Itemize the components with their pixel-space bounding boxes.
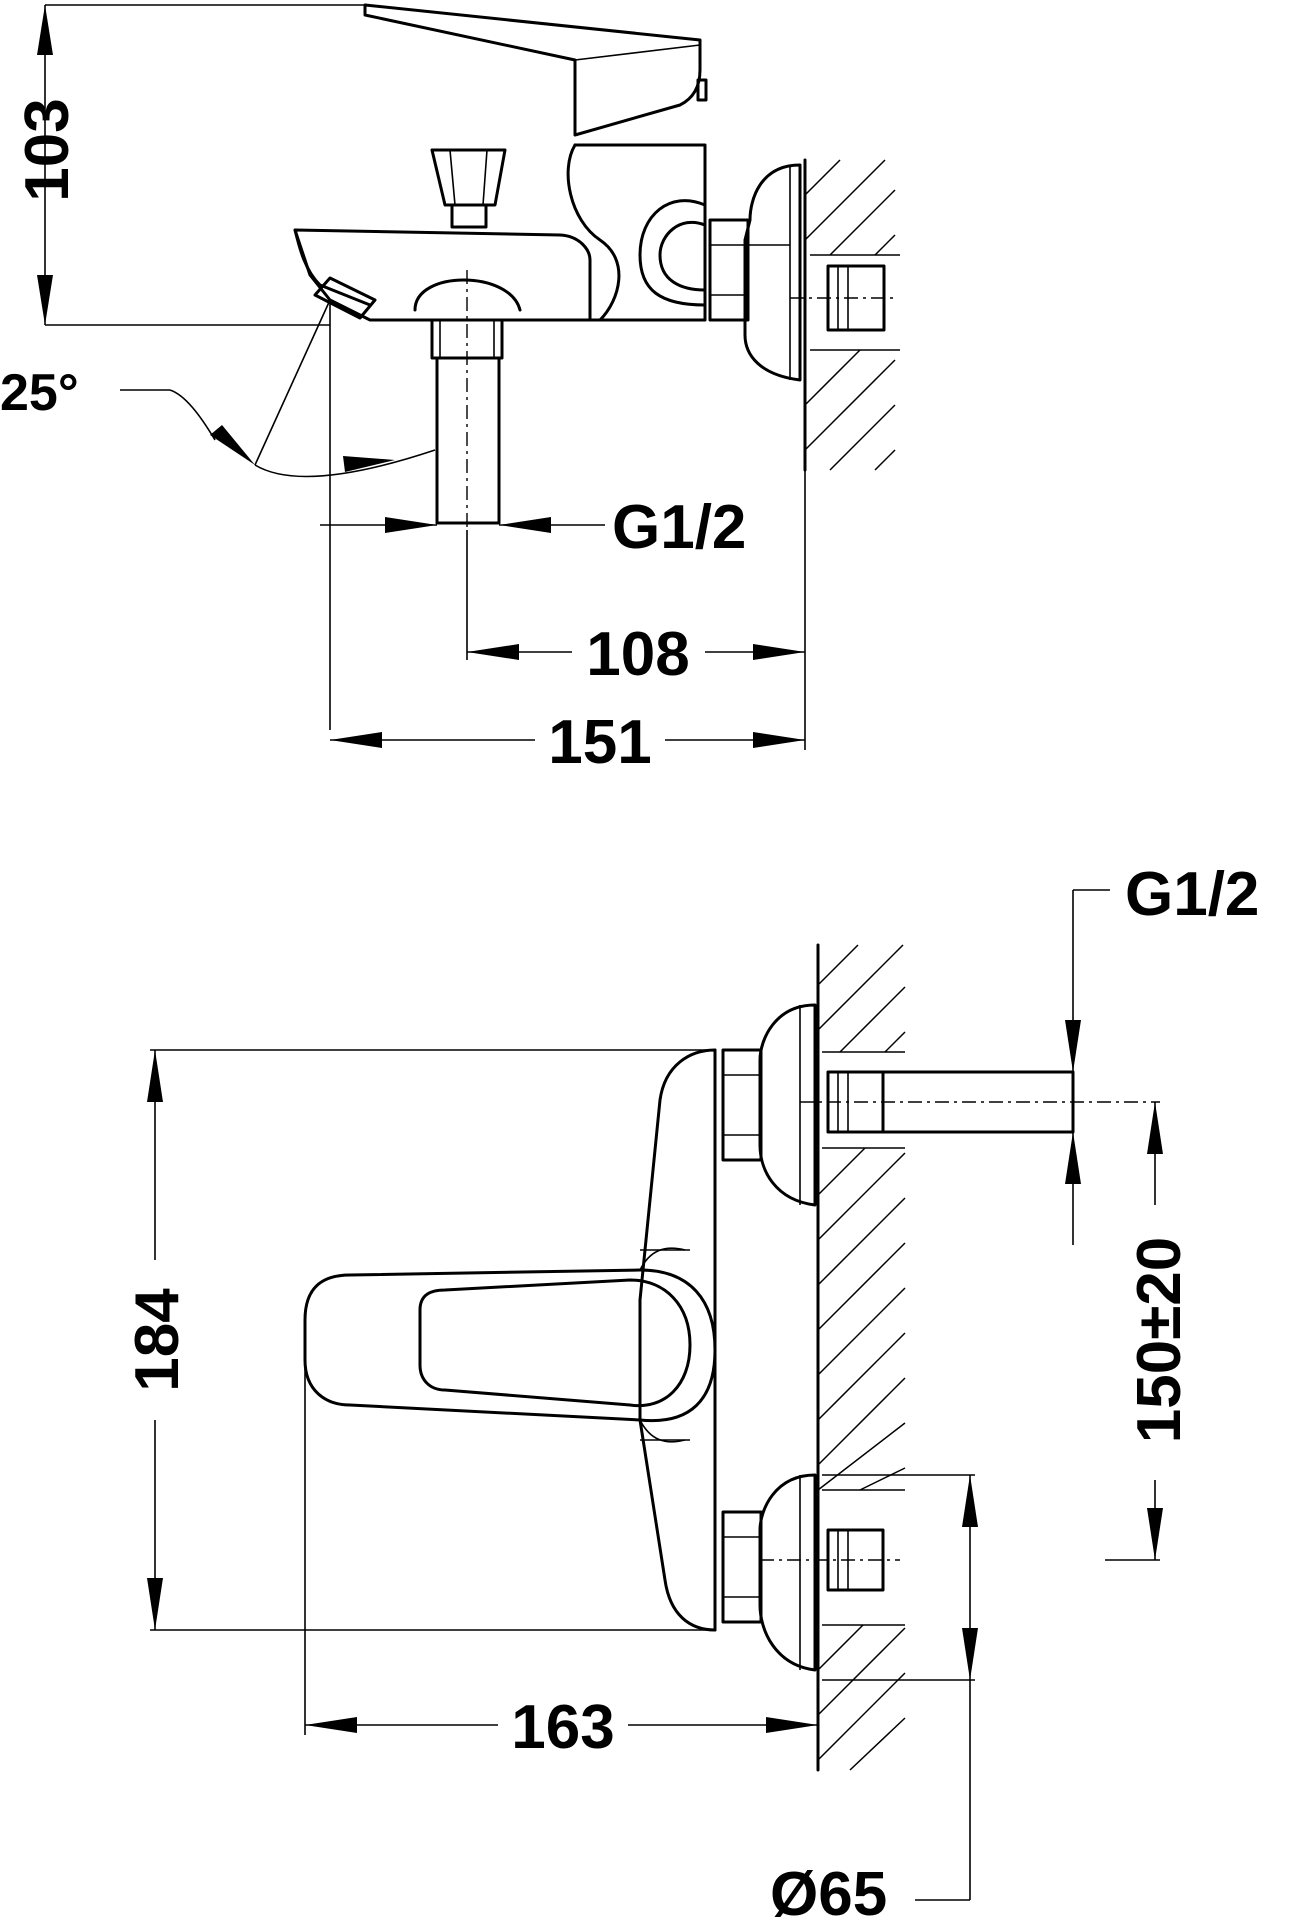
dimension-151: 151 <box>330 708 805 777</box>
dim-text-108: 108 <box>586 620 689 689</box>
dimension-150-20: 150±20 <box>1105 1102 1194 1561</box>
wall-hatch-top <box>803 158 900 472</box>
dimension-angle-25: 25° <box>0 299 436 730</box>
side-view: 103 25° G1/2 10 <box>0 3 900 777</box>
dim-text-g12-plan: G1/2 <box>1125 860 1259 929</box>
dimension-184: 184 <box>123 1049 715 1631</box>
wall-hatch-bottom <box>816 943 906 1772</box>
dim-text-g12-side: G1/2 <box>612 493 746 562</box>
dim-text-103: 103 <box>13 98 82 201</box>
lower-hex-nut <box>721 1510 763 1624</box>
lower-rosette <box>758 1473 817 1672</box>
hex-nut-top <box>708 218 750 322</box>
eccentric-connector-top <box>790 264 895 332</box>
mixer-body-side <box>566 143 707 322</box>
upper-rosette <box>758 1003 817 1207</box>
wall-rosette-top <box>743 163 802 382</box>
lever-side <box>363 3 708 137</box>
plan-view: G1/2 150±20 184 163 <box>123 860 1259 1921</box>
lever-plan <box>303 1247 717 1443</box>
spout-side <box>293 228 592 322</box>
mixer-body-plan <box>638 1048 717 1632</box>
dim-text-angle: 25° <box>0 364 79 422</box>
lower-connector <box>760 1528 900 1592</box>
dimension-108: 108 <box>466 470 806 750</box>
dim-text-163: 163 <box>511 1693 614 1762</box>
diverter-knob <box>430 148 507 229</box>
dimension-g12-side: G1/2 <box>320 493 746 562</box>
upper-connector <box>800 1070 1160 1134</box>
dim-text-d65: Ø65 <box>770 1860 887 1921</box>
dimension-d65: Ø65 <box>770 1474 978 1921</box>
dim-text-151: 151 <box>548 708 651 777</box>
dim-text-150-20: 150±20 <box>1125 1237 1194 1443</box>
upper-hex-nut <box>721 1048 763 1162</box>
dimension-g12-plan: G1/2 <box>1065 860 1259 1245</box>
shower-outlet <box>413 270 522 530</box>
dimension-163: 163 <box>304 1360 818 1762</box>
dimension-103: 103 <box>13 4 370 326</box>
dim-text-184: 184 <box>123 1288 192 1392</box>
